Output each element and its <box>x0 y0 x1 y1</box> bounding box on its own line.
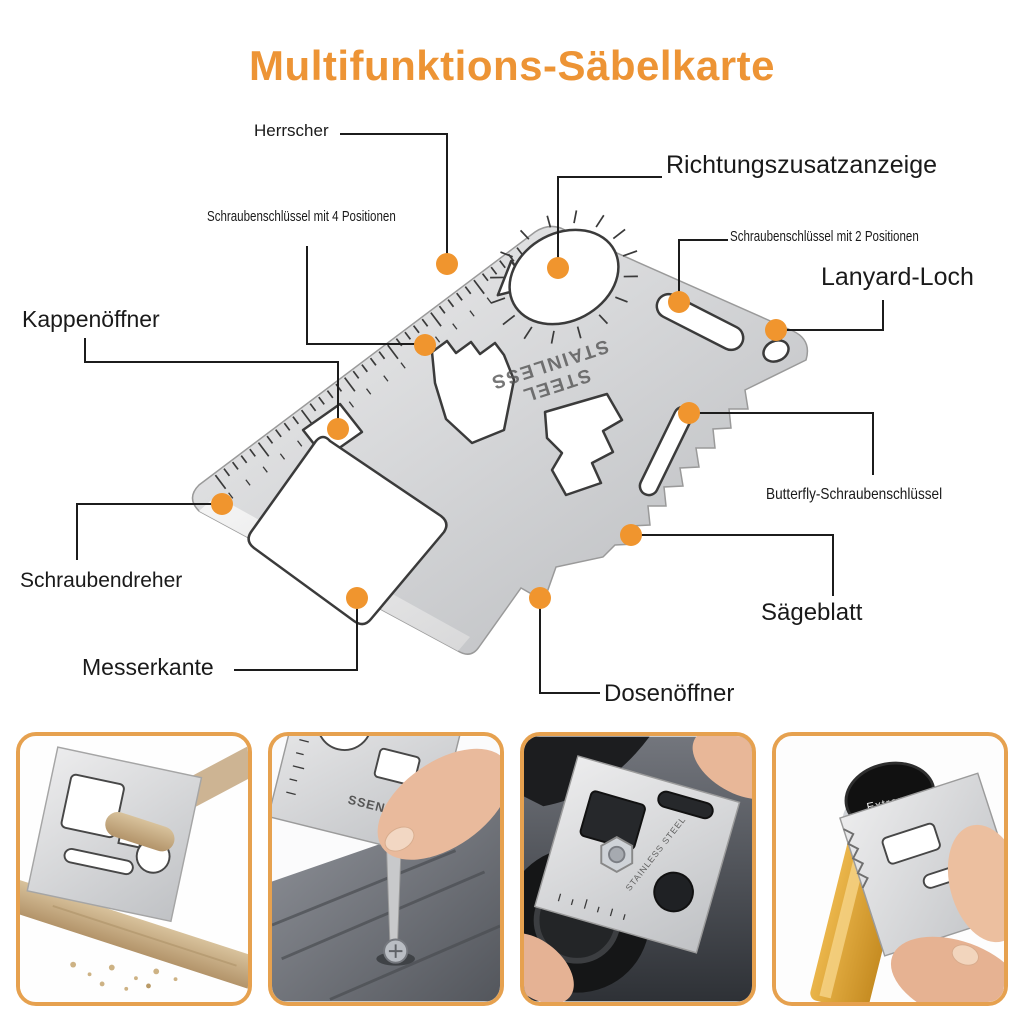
finger <box>947 824 1004 943</box>
callout-line-saw <box>637 534 834 596</box>
callout-line-direction <box>557 176 662 260</box>
callout-dot-canopener <box>529 587 551 609</box>
tool-card: STAINLESS STEEL <box>533 755 741 954</box>
callout-line-herrscher <box>340 133 448 256</box>
callout-line-butterfly <box>695 412 874 475</box>
lanyard-hole <box>762 339 790 363</box>
screw <box>376 938 415 966</box>
callout-line-knife <box>234 604 358 671</box>
sawdust <box>70 961 178 991</box>
photo-saw-branch <box>16 732 252 1006</box>
label-herrscher: Herrscher <box>254 121 329 140</box>
callout-dot-saw <box>620 524 642 546</box>
page-title: Multifunktions-Säbelkarte <box>249 42 775 89</box>
bottle-opener-hole <box>247 435 448 626</box>
finger <box>524 933 574 1002</box>
callout-dot-direction <box>547 257 569 279</box>
callout-line-screwdriver <box>76 503 214 560</box>
callout-line-wrench2 <box>678 239 728 294</box>
callout-dot-butterfly <box>678 402 700 424</box>
callout-dot-wrench2 <box>668 291 690 313</box>
label-butterfly: Butterfly-Schraubenschlüssel <box>766 486 943 503</box>
branch <box>20 878 248 991</box>
label-direction: Richtungszusatzanzeige <box>666 151 937 179</box>
label-saw: Sägeblatt <box>761 599 863 626</box>
callout-lines <box>76 133 884 694</box>
label-wrench4: Schraubenschlüssel mit 4 Positionen <box>207 208 396 225</box>
finger <box>692 736 752 800</box>
photo-bottle-opener: Extreme <box>772 732 1008 1006</box>
compass-ticks <box>490 210 638 344</box>
callout-line-wrench4 <box>306 246 417 345</box>
label-wrench2: Schraubenschlüssel mit 2 Positionen <box>730 228 919 245</box>
callout-dot-lanyard <box>765 319 787 341</box>
callout-dots <box>211 253 787 609</box>
callout-dot-herrscher <box>436 253 458 275</box>
hex-bolt <box>600 836 634 874</box>
callout-line-canopener <box>539 604 600 694</box>
label-knife: Messerkante <box>82 654 214 680</box>
center-wrench-cutout <box>543 392 624 497</box>
callout-dot-capopener <box>327 418 349 440</box>
callout-dot-screwdriver <box>211 493 233 515</box>
label-screwdriver: Schraubendreher <box>20 569 183 592</box>
tool-card-diagram: STAINLESS STEEL <box>76 133 884 694</box>
photo-screwdriver-use: SSENIVIS <box>268 732 504 1006</box>
label-capopener: Kappenöffner <box>22 306 160 332</box>
callout-dot-knife <box>346 587 368 609</box>
callout-line-capopener <box>84 338 339 422</box>
label-lanyard: Lanyard-Loch <box>821 263 974 291</box>
callout-line-lanyard <box>782 300 884 331</box>
label-canopener: Dosenöffner <box>604 680 735 707</box>
wrench-4pos-cutout <box>430 339 516 445</box>
callout-dot-wrench4 <box>414 334 436 356</box>
photo-wrench-bolt: STAINLESS STEEL <box>520 732 756 1006</box>
